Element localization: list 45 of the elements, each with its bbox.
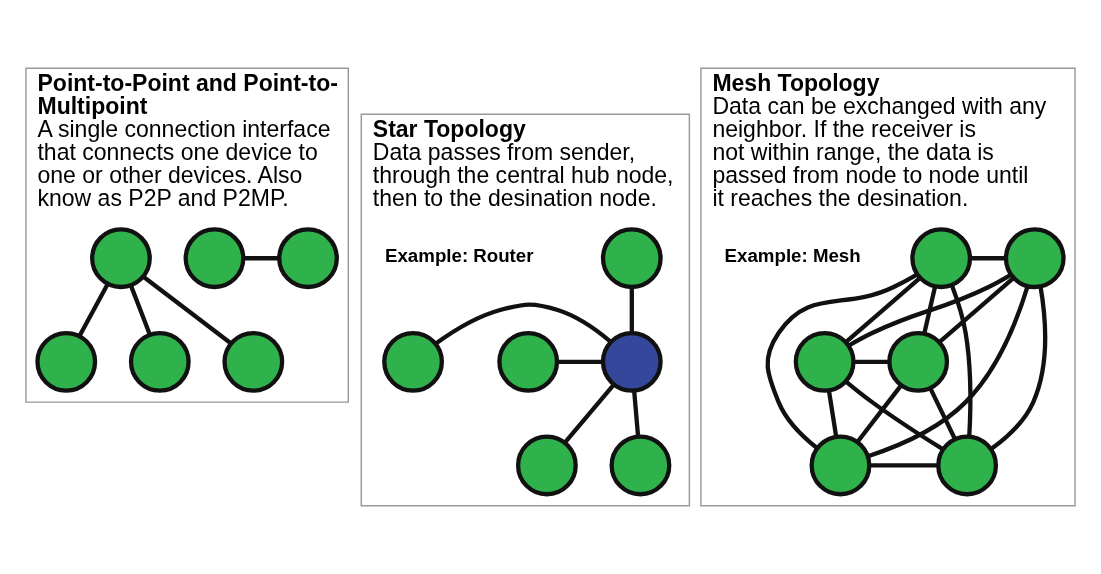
node-circle <box>277 227 339 290</box>
node-circle <box>128 330 191 393</box>
connector <box>922 286 938 334</box>
node-circle <box>910 227 973 290</box>
connector <box>563 383 616 445</box>
connector <box>990 286 1048 451</box>
node-circle <box>515 434 578 497</box>
node-circle <box>809 434 872 497</box>
connector <box>950 284 973 437</box>
connector <box>142 275 233 345</box>
node-circle <box>793 330 856 393</box>
label: Example: Router <box>385 244 534 266</box>
cluster: Point-to-Point and Point-to-Multipoint A single connection interface that connects one device to one or other devices. Also know as P2P and P2MP. <box>25 67 350 403</box>
connector <box>632 390 641 437</box>
node-circle <box>497 330 560 393</box>
connector <box>826 390 839 437</box>
node-circle <box>90 227 152 290</box>
connector <box>128 284 152 335</box>
node-circle <box>887 330 950 393</box>
node-circle <box>1003 227 1066 290</box>
connector <box>853 359 890 364</box>
connector <box>869 463 939 468</box>
node-circle <box>936 434 999 497</box>
connector <box>847 273 1012 348</box>
connector <box>844 276 922 344</box>
connector <box>867 285 1030 459</box>
connector <box>434 302 612 346</box>
connector <box>938 276 1015 344</box>
node-circle <box>600 227 663 290</box>
node-circle <box>222 330 285 393</box>
node-circle <box>609 434 672 497</box>
label: Example: Mesh <box>724 244 861 266</box>
connector <box>928 387 957 440</box>
node-circle <box>183 227 246 290</box>
node-circle <box>382 330 444 393</box>
connector <box>243 256 280 261</box>
connector <box>844 379 944 452</box>
connector <box>855 384 903 444</box>
connector <box>557 359 603 364</box>
connector <box>970 256 1006 261</box>
connector <box>629 287 634 333</box>
connector <box>77 283 110 337</box>
connector <box>765 272 918 450</box>
node-circle <box>35 330 98 393</box>
node-circle <box>600 330 663 393</box>
